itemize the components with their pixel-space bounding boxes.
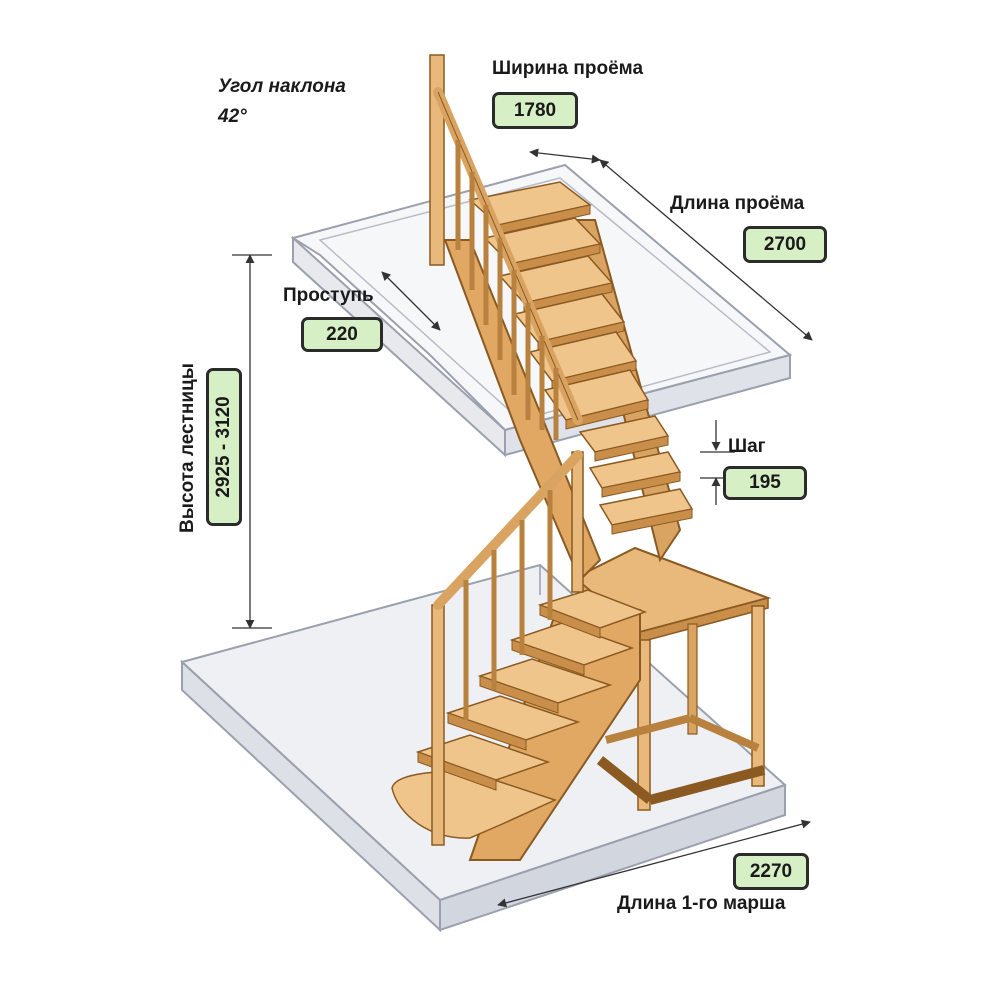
opening-width-value: 1780 bbox=[492, 92, 578, 129]
first-flight-step bbox=[445, 695, 581, 751]
lower-handrail bbox=[433, 450, 583, 610]
angle-caption: Угол наклона 42° bbox=[218, 72, 346, 132]
height-value: 2925 - 3120 bbox=[213, 396, 234, 498]
opening-length-dimension-line bbox=[599, 159, 813, 341]
first-flight-value: 2270 bbox=[733, 853, 809, 890]
tread-dimension-line bbox=[381, 271, 441, 331]
upper-step bbox=[598, 488, 694, 535]
opening-width-dimension-line bbox=[529, 148, 601, 164]
upper-railing bbox=[429, 54, 583, 440]
opening-length-label: Длина проёма bbox=[670, 193, 805, 214]
first-flight-step bbox=[509, 622, 635, 676]
upper-balusters bbox=[455, 140, 559, 440]
tread-label: Проступь bbox=[283, 285, 374, 306]
height-label: Высота лестницы bbox=[177, 363, 198, 533]
first-flight-label: Длина 1-го марша bbox=[617, 893, 786, 914]
lower-railing bbox=[431, 450, 584, 846]
step-value: 195 bbox=[723, 466, 807, 500]
first-flight-step bbox=[537, 589, 648, 639]
lower-newel-post bbox=[431, 604, 445, 846]
dimension-lines bbox=[232, 148, 813, 908]
angle-value: 42° bbox=[218, 106, 247, 127]
upper-step bbox=[483, 217, 602, 274]
opening-width-label: Ширина проёма bbox=[492, 58, 644, 79]
first-flight-steps bbox=[391, 589, 648, 839]
angle-label: Угол наклона bbox=[218, 76, 346, 97]
upper-step bbox=[588, 451, 682, 498]
height-value-box: 2925 - 3120 bbox=[206, 368, 242, 526]
lower-balusters bbox=[463, 490, 553, 720]
first-flight-dimension-line bbox=[497, 819, 811, 908]
step-label: Шаг bbox=[728, 436, 766, 457]
first-flight-step bbox=[477, 658, 613, 714]
tread-value: 220 bbox=[301, 317, 383, 352]
opening-length-value: 2700 bbox=[743, 226, 827, 263]
upper-newel-post bbox=[429, 54, 445, 266]
upper-step bbox=[578, 415, 670, 462]
